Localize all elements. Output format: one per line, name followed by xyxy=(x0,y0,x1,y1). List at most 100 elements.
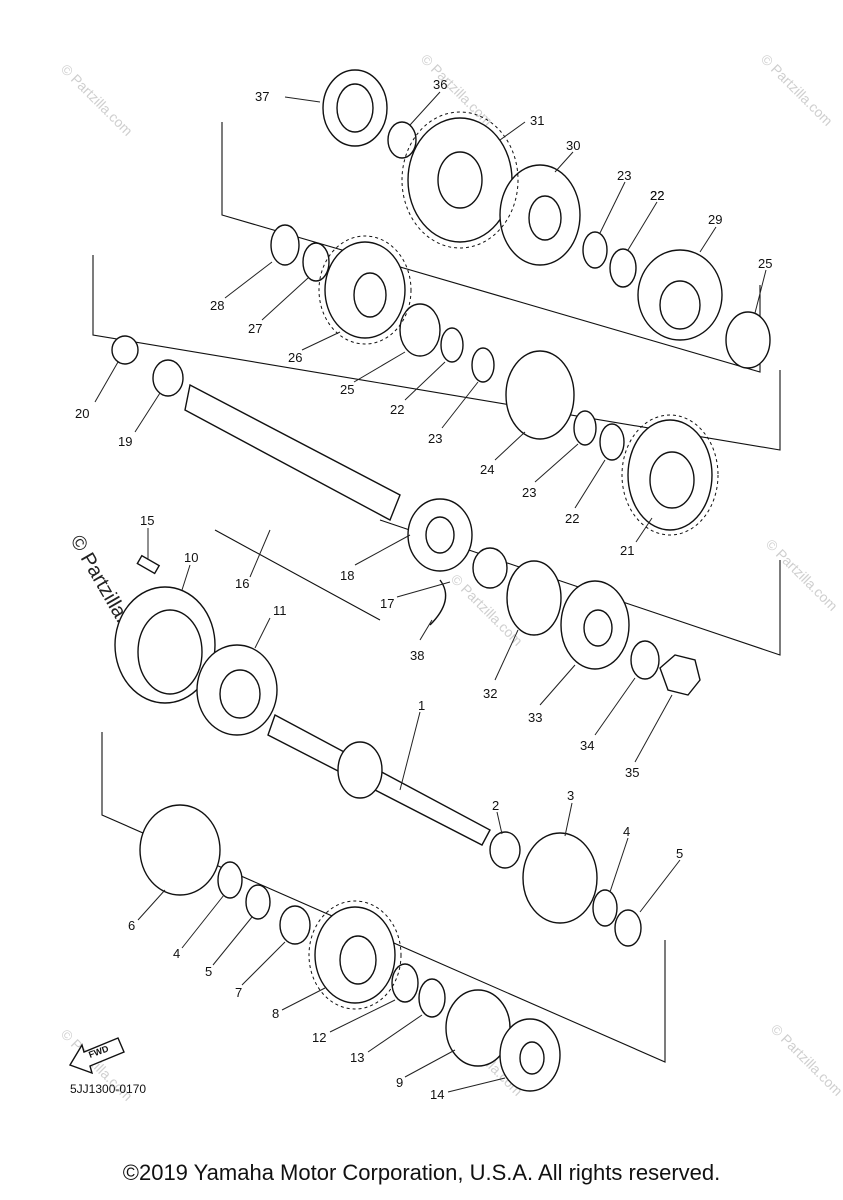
part-36-ring xyxy=(387,121,417,159)
callout-22-low: 22 xyxy=(565,511,579,526)
leader-31 xyxy=(499,121,526,141)
callout-31: 31 xyxy=(530,113,544,128)
part-25-bearing-upper xyxy=(725,311,771,369)
part-27-lock-washer xyxy=(302,242,330,282)
dash-outline-26 xyxy=(318,235,412,345)
leader-23-mid xyxy=(441,381,479,429)
callout-6: 6 xyxy=(128,918,135,933)
part-16-main-axle xyxy=(184,383,401,521)
part-32-washer xyxy=(506,560,562,636)
part-35-nut xyxy=(659,654,701,696)
callout-33: 33 xyxy=(528,710,542,725)
leader-37 xyxy=(284,96,321,103)
dash-outline-31 xyxy=(401,111,519,249)
leader-28 xyxy=(224,261,273,299)
part-26-hub xyxy=(353,272,387,318)
callout-28: 28 xyxy=(210,298,224,313)
callout-23-mid: 23 xyxy=(428,431,442,446)
leader-34 xyxy=(594,677,636,736)
part-21-hub xyxy=(649,451,695,509)
leader-23-low xyxy=(534,443,579,483)
leader-11 xyxy=(254,617,271,649)
callout-22-upper: 22 xyxy=(650,188,664,203)
leader-35 xyxy=(634,694,673,763)
callout-16: 16 xyxy=(235,576,249,591)
frame-middle xyxy=(92,255,781,451)
leader-30 xyxy=(554,151,574,173)
part-collar xyxy=(472,547,508,589)
callout-20: 20 xyxy=(75,406,89,421)
part-7-bushing xyxy=(279,905,311,945)
leader-21 xyxy=(635,517,653,543)
leader-24 xyxy=(494,431,526,461)
part-4-washer-right xyxy=(592,889,618,927)
leader-38 xyxy=(419,619,433,641)
part-37-inner xyxy=(336,83,374,133)
watermark-top-right: © Partzilla.com xyxy=(758,51,836,129)
callout-15: 15 xyxy=(140,513,154,528)
part-18-inner xyxy=(425,516,455,554)
callout-24: 24 xyxy=(480,462,494,477)
leader-20 xyxy=(94,361,119,403)
callout-34: 34 xyxy=(580,738,594,753)
leader-1 xyxy=(399,711,421,791)
part-30-hub xyxy=(528,195,562,241)
callout-1: 1 xyxy=(418,698,425,713)
callout-22-mid: 22 xyxy=(390,402,404,417)
leader-29 xyxy=(699,226,717,253)
part-5-circlip-right xyxy=(614,909,642,947)
diagram-id: 5JJ1300-0170 xyxy=(70,1082,146,1096)
part-28-lock-washer xyxy=(270,224,300,266)
part-24-gear xyxy=(505,350,575,440)
leader-3 xyxy=(564,802,573,837)
leader-18 xyxy=(354,534,411,566)
leader-8 xyxy=(281,987,326,1011)
fwd-arrow: FWD xyxy=(68,1037,125,1075)
callout-7: 7 xyxy=(235,985,242,1000)
leader-33 xyxy=(539,664,576,706)
callout-25-mid: 25 xyxy=(340,382,354,397)
parts xyxy=(111,69,771,1092)
callout-18: 18 xyxy=(340,568,354,583)
callout-2: 2 xyxy=(492,798,499,813)
callout-9: 9 xyxy=(396,1075,403,1090)
callout-21: 21 xyxy=(620,543,634,558)
callout-30: 30 xyxy=(566,138,580,153)
transmission-exploded-diagram: © Partzilla.com © Partzilla.com © Partzi… xyxy=(58,51,843,1104)
callout-37: 37 xyxy=(255,89,269,104)
callout-23-low: 23 xyxy=(522,485,536,500)
part-23-circlip-upper xyxy=(582,231,608,269)
part-22-washer-upper xyxy=(609,248,637,288)
part-31-hub xyxy=(437,151,483,209)
leader-25-right xyxy=(754,269,767,314)
part-1-gear xyxy=(337,741,383,799)
part-22-washer xyxy=(440,327,464,363)
part-12-lock-washer xyxy=(391,963,419,1003)
copyright-notice: ©2019 Yamaha Motor Corporation, U.S.A. A… xyxy=(122,1160,721,1185)
callout-4-right: 4 xyxy=(623,824,630,839)
leader-26 xyxy=(301,331,341,351)
part-25-bearing xyxy=(399,303,441,357)
leader-13 xyxy=(367,1014,423,1053)
callout-8: 8 xyxy=(272,1006,279,1021)
leader-22-mid xyxy=(404,361,446,401)
leader-22-top xyxy=(627,201,658,251)
callout-22-top: 22 xyxy=(650,188,664,203)
part-6-gear xyxy=(139,804,221,896)
leader-5-right xyxy=(639,859,681,913)
callout-4-left: 4 xyxy=(173,946,180,961)
leader-10 xyxy=(181,564,191,591)
callout-13: 13 xyxy=(350,1050,364,1065)
callout-38: 38 xyxy=(410,648,424,663)
leader-27 xyxy=(261,277,309,321)
leader-14 xyxy=(447,1077,506,1093)
leader-9 xyxy=(404,1049,456,1078)
fwd-arrow-icon xyxy=(68,1037,125,1075)
part-33-hub xyxy=(583,609,613,647)
part-29-hub xyxy=(659,280,701,330)
part-38-clip xyxy=(429,579,447,626)
callouts: 1 2 3 4 5 6 4 5 7 8 12 13 9 14 10 11 15 … xyxy=(75,77,772,1102)
part-14-inner xyxy=(519,1041,545,1075)
part-23-circlip-lower xyxy=(573,410,597,446)
callout-19: 19 xyxy=(118,434,132,449)
